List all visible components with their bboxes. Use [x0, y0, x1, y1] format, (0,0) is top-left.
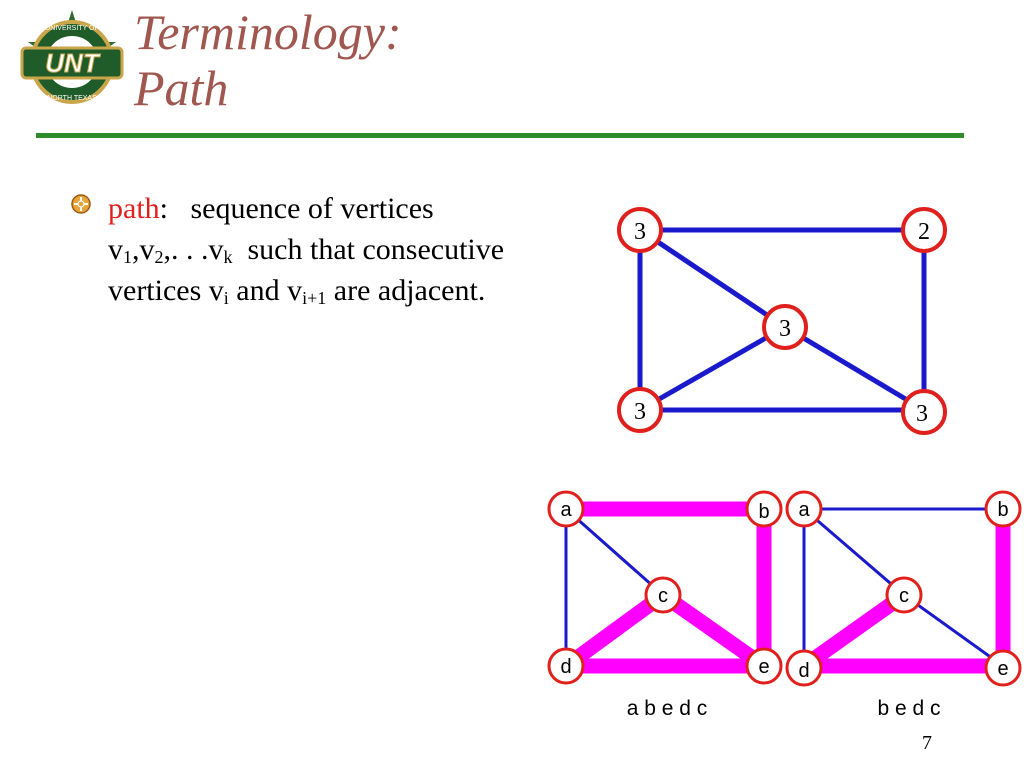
- path-graph-right: a b c d e b e d c: [785, 490, 1022, 720]
- logo-ring-top: UNIVERSITY OF: [45, 25, 99, 32]
- vertex-b: b: [984, 490, 1022, 528]
- vertex-label: c: [658, 585, 668, 607]
- edge-tl-mid: [638, 227, 787, 330]
- vertex-tl: 3: [617, 207, 663, 253]
- vertex-label: 3: [916, 401, 928, 427]
- title-line-1: Terminology:: [134, 4, 402, 60]
- vertex-label: 3: [634, 399, 646, 425]
- vertex-a: a: [547, 490, 585, 528]
- bullet-icon: [71, 194, 91, 214]
- path-caption-right: b e d c: [877, 697, 940, 720]
- vertex-label: 3: [634, 219, 646, 245]
- vertex-label: b: [758, 501, 769, 523]
- vertex-c: c: [644, 576, 682, 614]
- vertex-label: 2: [918, 219, 930, 245]
- degree-graph: 3 2 3 3 3: [617, 207, 947, 435]
- vertex-d: d: [547, 647, 585, 685]
- vertex-label: e: [758, 656, 769, 678]
- path-caption-left: a b e d c: [627, 697, 708, 720]
- logo-wordmark: UNT: [45, 48, 101, 78]
- vertex-e: e: [984, 649, 1022, 687]
- definition-text: path: sequence of vertices v1,v2,. . .vk…: [108, 188, 508, 311]
- vertex-mid: 3: [762, 304, 808, 350]
- title-divider: [36, 133, 964, 138]
- vertex-a: a: [785, 490, 823, 528]
- page-title: Terminology: Path: [134, 4, 402, 116]
- edge-mid-br: [783, 324, 926, 413]
- vertex-label: d: [560, 656, 571, 678]
- edge-c-e: [903, 593, 1004, 668]
- vertex-bl: 3: [617, 387, 663, 433]
- subscript-1: 1: [123, 247, 132, 267]
- vertex-br: 3: [901, 389, 947, 435]
- title-line-2: Path: [134, 60, 229, 116]
- edge-a-c: [565, 507, 664, 597]
- path-highlight: [558, 501, 772, 674]
- page-number: 7: [922, 732, 932, 754]
- vertex-c: c: [885, 576, 923, 614]
- subscript-i-plus-1: i+1: [302, 288, 327, 308]
- subscript-k: k: [223, 247, 233, 267]
- vertex-label: c: [899, 585, 909, 607]
- edge-bl-mid: [638, 324, 787, 413]
- vertex-e: e: [745, 647, 783, 685]
- text-part-3: and v: [228, 274, 303, 307]
- vertex-label: 3: [779, 316, 791, 342]
- subscript-2: 2: [154, 247, 164, 267]
- vertex-label: a: [560, 499, 572, 521]
- vertex-label: e: [997, 658, 1008, 680]
- term-colon: :: [159, 192, 168, 225]
- subscript-i: i: [223, 288, 229, 308]
- logo-ring-bottom: NORTH TEXAS: [47, 95, 97, 102]
- vertex-tr: 2: [901, 207, 947, 253]
- text-part-4: are adjacent.: [326, 274, 486, 307]
- term-path: path: [108, 192, 160, 225]
- vertex-label: b: [997, 499, 1008, 521]
- path-highlight: [796, 501, 1011, 674]
- unt-logo: UNIVERSITY OF NORTH TEXAS UNT: [20, 10, 124, 104]
- vertex-label: d: [798, 660, 809, 682]
- edge-a-c: [803, 507, 905, 597]
- path-graph-left: a b c d e a b e d c: [547, 490, 783, 720]
- vertex-d: d: [785, 649, 823, 687]
- text-part-2: such that consecutive vertices v: [108, 233, 512, 307]
- vertex-b: b: [745, 490, 783, 528]
- sep-1: ,v: [132, 233, 155, 266]
- sep-2: ,. . .v: [163, 233, 224, 266]
- vertex-label: a: [798, 499, 810, 521]
- text-part-1: sequence of vertices v: [108, 192, 442, 266]
